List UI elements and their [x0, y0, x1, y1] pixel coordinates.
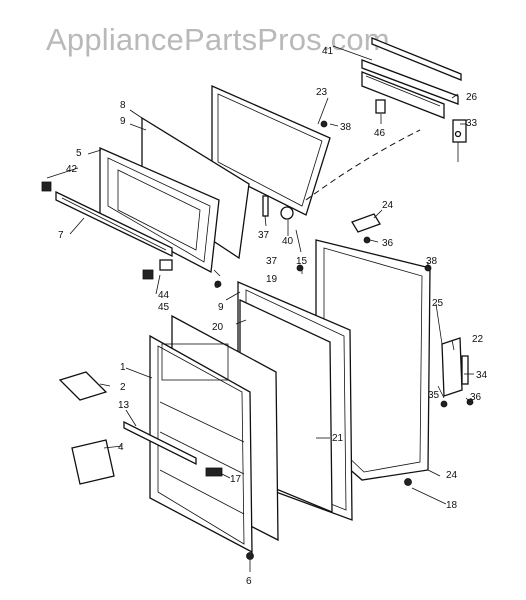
callout-39-top: 38: [340, 122, 352, 133]
callout-9-mid: 9: [218, 302, 224, 313]
callout-38-mid: 37: [266, 256, 278, 267]
callout-44: 45: [158, 302, 170, 313]
callout-39-mid: 38: [426, 256, 438, 267]
callout-41: 41: [322, 46, 334, 57]
callout-33: 26: [466, 92, 478, 103]
callout-5: 5: [76, 148, 82, 159]
callout-19: 19: [266, 274, 278, 285]
callout-6-top: 6: [214, 280, 220, 291]
door-shelf-bars: [123, 420, 223, 477]
callout-2: 2: [120, 382, 126, 393]
callout-24: 24: [446, 470, 458, 481]
freezer-door-liner: [99, 116, 250, 274]
callout-25: 24: [382, 200, 394, 211]
callout-42: 42: [66, 164, 78, 175]
callout-8: 8: [120, 100, 126, 111]
callout-17: 17: [230, 474, 242, 485]
callout-15: 15: [296, 256, 308, 267]
callout-21: 21: [332, 433, 344, 444]
callout-38-top: 37: [258, 230, 270, 241]
callout-26: 25: [432, 298, 444, 309]
bottom-screws: [214, 264, 432, 560]
callout-40: 40: [282, 236, 294, 247]
small-clip-parts: [142, 259, 173, 280]
callout-1: 1: [120, 362, 126, 373]
fresh-food-door-liner: [149, 314, 279, 554]
callout-22: 22: [472, 334, 484, 345]
middle-hinge: [351, 213, 381, 244]
callout-35: 34: [476, 370, 488, 381]
callout-43: 44: [158, 290, 170, 301]
door-bins: [58, 371, 115, 485]
callout-34: 33: [466, 118, 478, 129]
callout-36: 35: [428, 390, 440, 401]
lower-hinge: [440, 337, 474, 408]
freezer-shelf: [41, 181, 173, 258]
callout-7: 7: [58, 230, 64, 241]
callout-9-top: 9: [120, 116, 126, 127]
callout-labels: 8 9 5 42 7 6 44 45 23 38 46 41 26 33 37 …: [58, 46, 488, 587]
callout-23: 23: [316, 87, 328, 98]
watermark: AppliancePartsPros.com: [46, 22, 390, 57]
callout-13: 13: [118, 400, 130, 411]
callout-4: 4: [118, 442, 124, 453]
upper-hinge: [375, 99, 467, 143]
callout-45: 46: [374, 128, 386, 139]
callout-18: 18: [446, 500, 458, 511]
leader-lines: [46, 45, 474, 572]
callout-20: 20: [212, 322, 224, 333]
callout-37-bottom: 36: [470, 392, 482, 403]
callout-37-top: 36: [382, 238, 394, 249]
callout-6-bottom: 6: [246, 576, 252, 587]
screws-center: [262, 120, 328, 272]
top-trim-strips: [361, 37, 462, 119]
